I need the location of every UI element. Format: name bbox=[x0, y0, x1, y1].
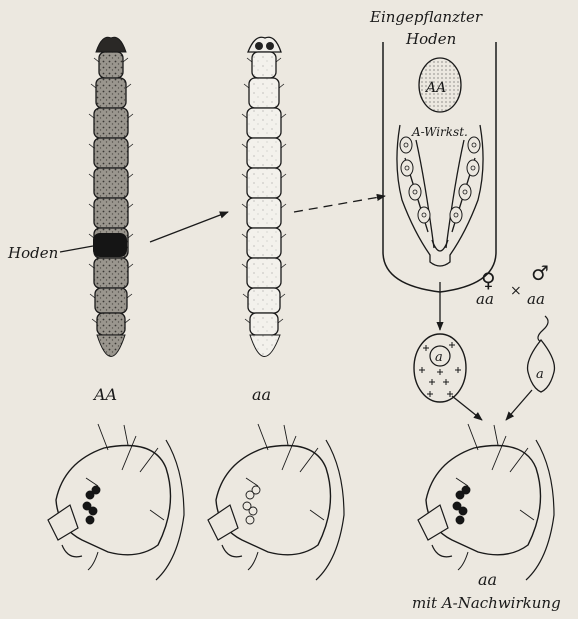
body-segment bbox=[247, 108, 281, 138]
substance-label: A-Wirkst. bbox=[411, 125, 468, 139]
egg-cell: a bbox=[414, 334, 466, 402]
implant-title-line2: Hoden bbox=[405, 30, 456, 48]
ovary-egg bbox=[409, 184, 421, 200]
magnify-arrow bbox=[294, 196, 385, 212]
male-genotype: aa bbox=[527, 290, 545, 308]
larva-aa-light-eye bbox=[255, 42, 263, 50]
body-segment bbox=[95, 288, 127, 313]
stemma-eye bbox=[89, 507, 97, 515]
body-segment bbox=[97, 313, 125, 335]
body-segment bbox=[94, 138, 128, 168]
ovary-egg bbox=[418, 207, 430, 223]
body-segment bbox=[94, 258, 128, 288]
body-segment bbox=[247, 168, 281, 198]
sperm-tail bbox=[538, 316, 548, 342]
egg-allele: a bbox=[435, 350, 443, 365]
testis-organ bbox=[93, 233, 127, 257]
cross-symbol: × bbox=[510, 283, 522, 299]
body-segment bbox=[99, 52, 123, 78]
larva-aa-light-tail bbox=[250, 335, 280, 357]
larva-aa-dark-tail bbox=[97, 335, 125, 357]
stemma-eye bbox=[462, 486, 470, 494]
stemma-eye bbox=[459, 507, 467, 515]
body-segment bbox=[247, 258, 281, 288]
stemma-eye bbox=[456, 516, 464, 524]
body-segment bbox=[247, 138, 281, 168]
female-genotype: aa bbox=[476, 290, 494, 308]
sperm-cell: a bbox=[528, 340, 555, 392]
testis-label: Hoden bbox=[7, 244, 58, 262]
stemma-eye bbox=[92, 486, 100, 494]
body-segment bbox=[96, 78, 126, 108]
body-segment bbox=[94, 168, 128, 198]
result-note: mit A-Nachwirkung bbox=[412, 594, 561, 612]
fertilization-arrow-left bbox=[452, 396, 482, 420]
ovary-egg bbox=[468, 137, 480, 153]
ovary-egg bbox=[401, 160, 413, 176]
male-symbol: ♂ bbox=[531, 261, 549, 285]
larva-aa-dark-head bbox=[96, 37, 126, 52]
body-segment bbox=[94, 198, 128, 228]
ovary-egg bbox=[459, 184, 471, 200]
body-segment bbox=[94, 108, 128, 138]
ovary-egg bbox=[450, 207, 462, 223]
ovary-egg bbox=[400, 137, 412, 153]
body-segment bbox=[252, 52, 276, 78]
ovary-egg bbox=[467, 160, 479, 176]
larva-aa-light-eye bbox=[266, 42, 274, 50]
stemma-eye bbox=[86, 516, 94, 524]
larva-left-genotype: AA bbox=[92, 385, 117, 404]
larva-middle-genotype: aa bbox=[252, 385, 271, 404]
female-symbol: ♀ bbox=[481, 268, 496, 292]
larva-aa-light bbox=[242, 37, 286, 356]
body-segment bbox=[247, 198, 281, 228]
body-segment bbox=[247, 228, 281, 258]
transplant-arrow bbox=[150, 212, 228, 242]
fertilization-arrow-right bbox=[506, 390, 532, 420]
larva-aa-dark-body bbox=[89, 52, 133, 335]
larva-aa-light-head bbox=[248, 37, 281, 52]
result-genotype: aa bbox=[478, 570, 497, 589]
sperm-allele: a bbox=[536, 367, 544, 382]
body-segment bbox=[249, 78, 279, 108]
implant-title-line1: Eingepflanzter bbox=[369, 8, 483, 26]
body-segment bbox=[250, 313, 278, 335]
testis-pointer bbox=[60, 246, 93, 252]
larva-aa-light-body bbox=[242, 52, 286, 335]
implant-genotype: AA bbox=[424, 80, 446, 96]
body-segment bbox=[248, 288, 280, 313]
larva-aa-dark bbox=[89, 37, 133, 356]
